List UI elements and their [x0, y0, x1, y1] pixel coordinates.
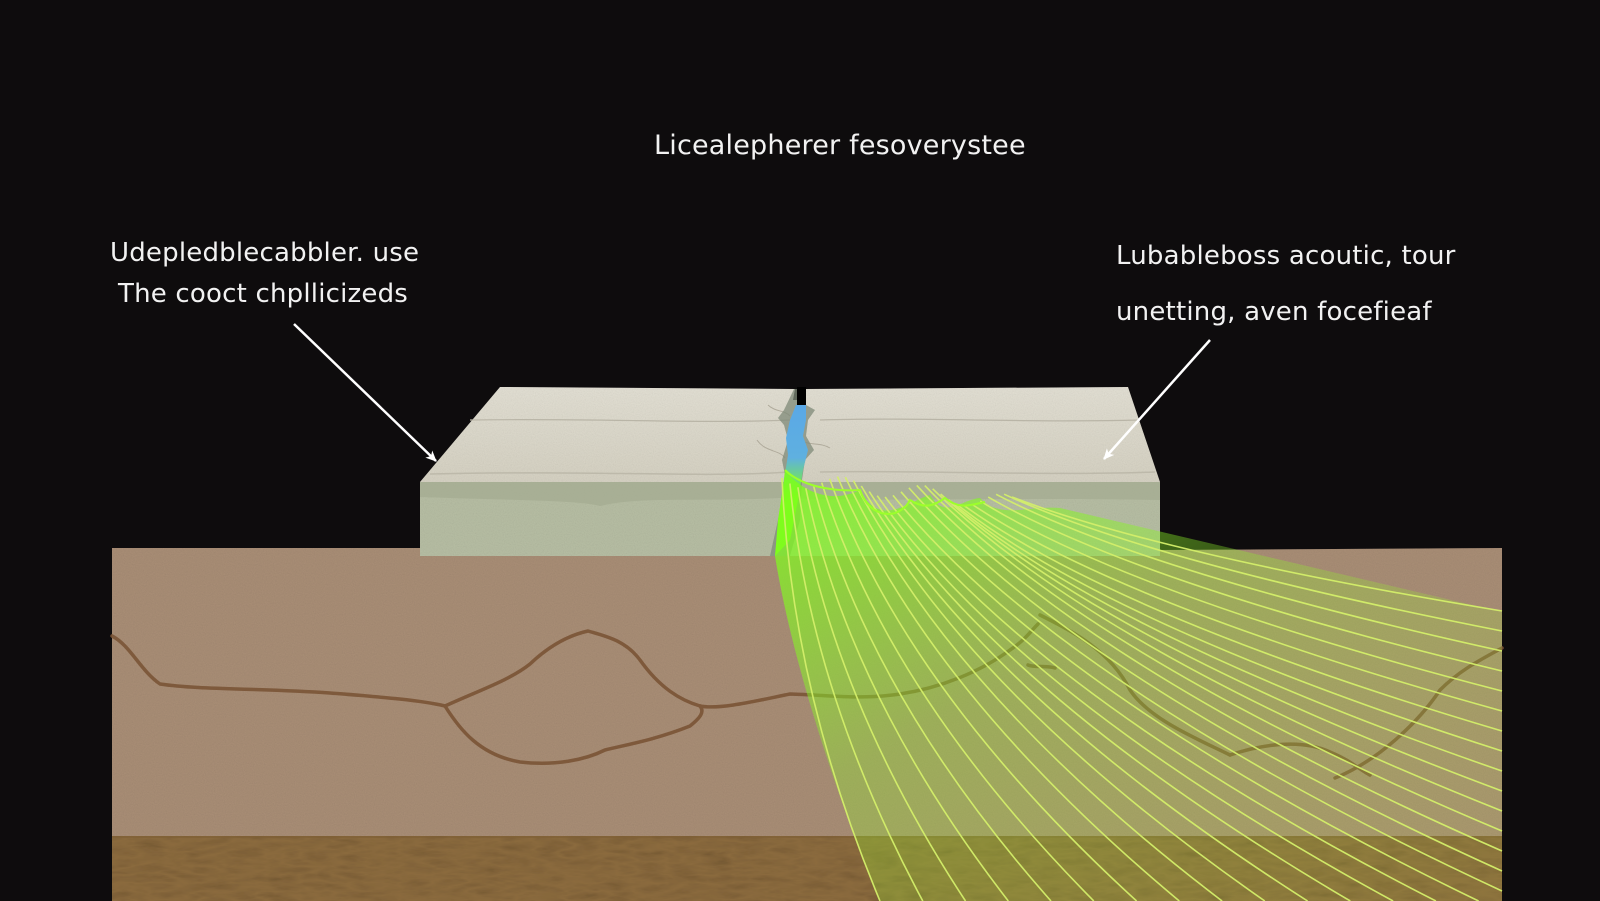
left-annotation-line-1: Udepledblecabbler. use: [110, 238, 420, 268]
wave-ray: [852, 480, 1266, 901]
wave-ray: [963, 505, 1503, 732]
left-annotation-line-2: The cooct chpllicizeds: [118, 279, 409, 309]
wave-ray: [987, 496, 1503, 672]
wave-ray: [932, 488, 1503, 812]
wave-ray: [979, 500, 1503, 692]
left-annotation-arrow: [293, 323, 437, 462]
right-annotation-line-1: Lubableboss acoutic, tour: [1116, 241, 1456, 271]
wave-ray: [884, 496, 1437, 901]
wave-ray: [820, 482, 1095, 901]
wave-ray: [805, 488, 1009, 901]
wave-ray: [924, 485, 1503, 832]
wave-ray: [781, 477, 881, 901]
wave-ray: [900, 491, 1503, 892]
wave-ray: [860, 485, 1309, 901]
wave-ray: [916, 484, 1503, 852]
wave-ray: [995, 493, 1503, 652]
wave-ray: [956, 503, 1503, 752]
wave-ray: [797, 487, 967, 901]
wave-ray: [1003, 493, 1503, 632]
wave-ray: [789, 483, 924, 901]
wave-ray: [892, 494, 1479, 901]
seismic-wave-bundle: [775, 469, 1503, 901]
diagram-title: Licealepherer fesoverystee: [654, 130, 1026, 161]
wave-ray: [844, 476, 1223, 901]
wave-ray: [908, 487, 1503, 872]
wave-ray: [868, 491, 1351, 901]
right-annotation-arrow: [1103, 339, 1211, 460]
wave-ray: [948, 499, 1503, 772]
wave-ray: [940, 493, 1503, 792]
wave-ray: [812, 486, 1052, 901]
wave-ray: [971, 503, 1503, 712]
wave-ray: [836, 476, 1180, 901]
wave-ray: [1011, 496, 1503, 612]
wave-ray: [876, 495, 1394, 901]
right-annotation-line-2: unetting, aven focefieaf: [1116, 297, 1432, 327]
wave-ray: [828, 478, 1138, 901]
